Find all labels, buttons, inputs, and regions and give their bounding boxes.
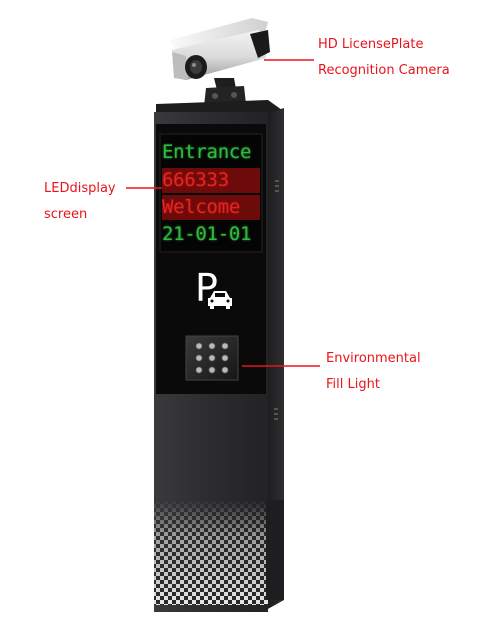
display-label-line1: LEDdisplay xyxy=(44,181,116,196)
pillar-side xyxy=(266,108,284,610)
led-line-2: 666333 xyxy=(162,168,260,193)
led-line-4: 21-01-01 xyxy=(162,222,260,247)
base-pattern xyxy=(154,500,268,612)
camera-label-line2: Recognition Camera xyxy=(318,63,450,78)
led-line-3: Welcome xyxy=(162,195,260,220)
car-icon xyxy=(208,291,232,309)
parking-sign-letter: P xyxy=(195,266,218,310)
display-label: LEDdisplay screen xyxy=(44,178,116,226)
camera-label-line1: HD LicensePlate xyxy=(318,37,424,52)
fill-light-label-line2: Fill Light xyxy=(326,377,380,392)
license-plate-camera xyxy=(170,18,270,106)
fill-light-label-line1: Environmental xyxy=(326,351,421,366)
callout-lines xyxy=(126,59,320,367)
fill-light xyxy=(185,335,239,381)
display-label-line2: screen xyxy=(44,207,88,222)
led-screen xyxy=(159,133,263,253)
camera-label: HD LicensePlate Recognition Camera xyxy=(318,34,450,82)
fill-light-label: Environmental Fill Light xyxy=(326,348,421,396)
led-line-1: Entrance xyxy=(162,140,260,165)
